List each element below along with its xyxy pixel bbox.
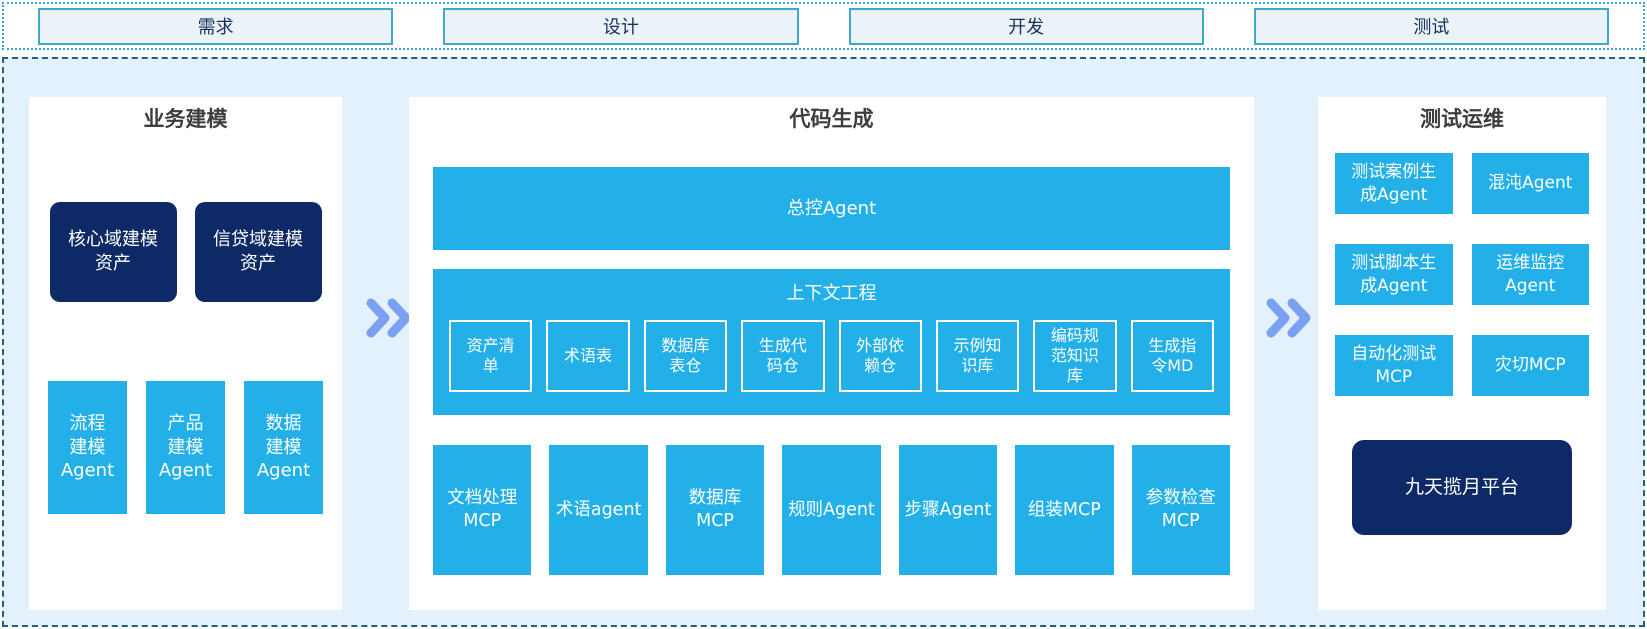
box-jiutian-lanyue-platform: 九天揽月平台 bbox=[1352, 440, 1572, 535]
context-engineering-title: 上下文工程 bbox=[786, 283, 877, 304]
box-auto-test-mcp: 自动化测试 MCP bbox=[1335, 335, 1453, 396]
box-disaster-switch-mcp: 灾切MCP bbox=[1471, 335, 1589, 396]
box-glossary: 术语表 bbox=[546, 320, 630, 392]
phase-box-development: 开发 bbox=[848, 7, 1204, 45]
ops-grid: 测试案例生 成Agent 混沌Agent 测试脚本生 成Agent 运维监控 A… bbox=[1335, 153, 1589, 396]
box-steps-agent: 步骤Agent bbox=[898, 445, 998, 575]
box-doc-processing-mcp: 文档处理 MCP bbox=[433, 445, 532, 575]
panel-code-generation: 代码生成 总控Agent 上下文工程 资产清 单 术语表 数据库 表仓 生成代 … bbox=[409, 97, 1254, 610]
box-ops-monitor-agent: 运维监控 Agent bbox=[1471, 244, 1589, 305]
box-master-agent: 总控Agent bbox=[433, 167, 1230, 250]
modeling-agents-row: 流程 建模 Agent 产品 建模 Agent 数据 建模 Agent bbox=[29, 381, 342, 514]
box-core-domain-assets: 核心域建模 资产 bbox=[49, 202, 177, 302]
context-engineering-group: 上下文工程 资产清 单 术语表 数据库 表仓 生成代 码仓 外部依 赖仓 示例知… bbox=[433, 269, 1230, 415]
box-rules-agent: 规则Agent bbox=[782, 445, 881, 575]
box-database-mcp: 数据库 MCP bbox=[665, 445, 765, 575]
box-credit-domain-assets: 信贷域建模 资产 bbox=[194, 202, 322, 302]
main-container: 业务建模 核心域建模 资产 信贷域建模 资产 流程 建模 Agent 产品 建模… bbox=[2, 57, 1645, 627]
box-db-table-repo: 数据库 表仓 bbox=[643, 320, 728, 392]
box-assembly-mcp: 组装MCP bbox=[1015, 445, 1114, 575]
box-external-deps-repo: 外部依 赖仓 bbox=[838, 320, 922, 392]
flow-arrow-icon bbox=[1266, 298, 1311, 338]
tools-row: 文档处理 MCP 术语agent 数据库 MCP 规则Agent 步骤Agent… bbox=[433, 445, 1230, 575]
flow-arrow-icon bbox=[366, 298, 411, 338]
panel-title-code-generation: 代码生成 bbox=[789, 107, 874, 131]
box-generated-code-repo: 生成代 码仓 bbox=[741, 320, 825, 392]
box-glossary-agent: 术语agent bbox=[549, 445, 648, 575]
panel-title-test-ops: 测试运维 bbox=[1420, 107, 1504, 131]
panel-test-ops: 测试运维 测试案例生 成Agent 混沌Agent 测试脚本生 成Agent 运… bbox=[1318, 97, 1606, 610]
phase-box-testing: 测试 bbox=[1253, 7, 1609, 45]
phase-strip: 需求 设计 开发 测试 bbox=[2, 2, 1645, 50]
context-items-row: 资产清 单 术语表 数据库 表仓 生成代 码仓 外部依 赖仓 示例知 识库 编码… bbox=[433, 320, 1230, 392]
box-process-modeling-agent: 流程 建模 Agent bbox=[48, 381, 127, 514]
phase-box-requirements: 需求 bbox=[38, 7, 394, 45]
box-gen-instruction-md: 生成指 令MD bbox=[1130, 320, 1214, 392]
asset-boxes-row: 核心域建模 资产 信贷域建模 资产 bbox=[29, 202, 342, 302]
box-asset-list: 资产清 单 bbox=[449, 320, 533, 392]
box-test-script-gen-agent: 测试脚本生 成Agent bbox=[1335, 244, 1453, 305]
phase-box-design: 设计 bbox=[443, 7, 799, 45]
box-data-modeling-agent: 数据 建模 Agent bbox=[244, 381, 323, 514]
box-coding-standard-kb: 编码规 范知识 库 bbox=[1033, 320, 1117, 392]
box-test-case-gen-agent: 测试案例生 成Agent bbox=[1335, 153, 1453, 214]
panel-title-business-modeling: 业务建模 bbox=[143, 107, 228, 131]
box-product-modeling-agent: 产品 建模 Agent bbox=[146, 381, 225, 514]
box-param-check-mcp: 参数检查 MCP bbox=[1131, 445, 1230, 575]
box-chaos-agent: 混沌Agent bbox=[1471, 153, 1589, 214]
panel-business-modeling: 业务建模 核心域建模 资产 信贷域建模 资产 流程 建模 Agent 产品 建模… bbox=[29, 97, 342, 610]
box-example-knowledge-base: 示例知 识库 bbox=[935, 320, 1020, 392]
